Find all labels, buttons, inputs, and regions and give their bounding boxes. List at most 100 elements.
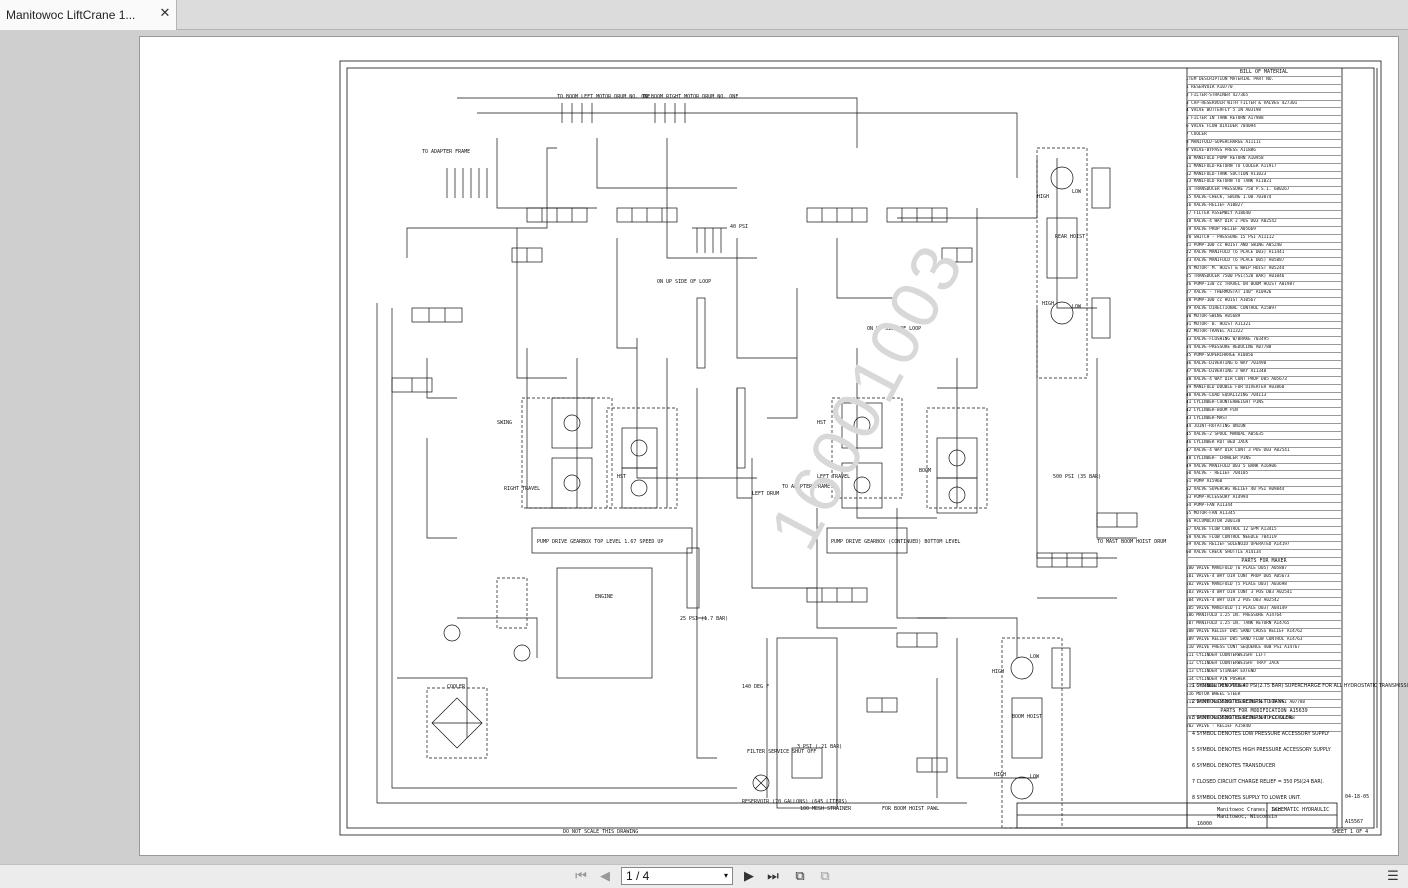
label-high-2: HIGH	[1042, 301, 1054, 307]
bom-row: 47 VALVE-4 WAY DIR CONT 3 POS D03 A02541	[1186, 448, 1342, 456]
bom-row: 103 VALVE-4 WAY DIR CONT 3 POS D03 A0254…	[1186, 590, 1342, 598]
bom-row: 50 VALVE - RELIEF 704105	[1186, 471, 1342, 480]
bom-row: 34 VALVE-PRESSURE REDUCING A07788	[1186, 345, 1342, 354]
document-page: TO BOOM LEFT MOTOR DRUM NO. ONE TO BOOM …	[139, 36, 1408, 856]
bom-row: 24 MOTOR- M. HOIST & WHIP HOIST A05244	[1186, 266, 1342, 275]
bom-header-description: DESCRIPTION	[1198, 76, 1228, 82]
bom-row: 112 CYLINDER COUNTERWEIGHT TRAY JACK	[1186, 661, 1342, 669]
bom-row: 56 ACCUMULATOR 200138	[1186, 519, 1342, 527]
bom-row: 42 CYLINDER-BOOM PIN	[1186, 408, 1342, 417]
bom-row: 2 FILTER-STRAINER 427365	[1186, 93, 1342, 101]
bom-row: 26 PUMP-130 cc TRAVEL OR BOOM HOIST A019…	[1186, 282, 1342, 290]
label-pump-drive-bottom: PUMP DRIVE GEARBOX (CONTINUED) BOTTOM LE…	[831, 539, 960, 545]
bom-header-material: MATERIAL	[1230, 76, 1251, 82]
bom-maxer-title: PARTS FOR MAXER	[1186, 558, 1342, 567]
bom-row: 4 VALVE BUTTERFLY 5 IN A03198	[1186, 108, 1342, 117]
bom-row: 55 MOTOR-FAN A11345	[1186, 511, 1342, 519]
page-dropdown-icon[interactable]: ▾	[723, 871, 728, 880]
bom-row: 13 MANIFOLD RETURN TO TANK A11021	[1186, 179, 1342, 188]
title-drawing-no: A15567	[1345, 819, 1363, 825]
label-hst-1: HST	[617, 474, 626, 480]
note-item: 3 SYMBOL DENOTES RETURN TO COOLER.	[1192, 716, 1294, 721]
bom-row: 202 VALVE - RELIEF A15840	[1186, 724, 1342, 732]
bom-row: 25 TRANSDUCER 7500 PSI(520 BAR) A01046	[1186, 274, 1342, 283]
bom-row: 201 VALVE PRESSURE REDUCING 500 PSI A077…	[1186, 716, 1342, 724]
note-item: 1 SYMBOL DENOTES 40 PSI(2.75 BAR) SUPERC…	[1192, 684, 1408, 689]
bom-row: 59 VALVE RELIEF SOLENOID OPERATED A14197	[1186, 542, 1342, 551]
page-number-input[interactable]: 1 / 4 ▾	[621, 867, 733, 885]
bom-row: 49 VALVE MANIFOLD D03 5 BANK A16906	[1186, 464, 1342, 472]
bom-row: 60 VALVE CHECK SHUTTLE A14134	[1186, 550, 1342, 559]
bom-title: BILL OF MATERIAL	[1186, 69, 1342, 77]
bom-row: 40 VALVE-LOAD EQUALIZING 704113	[1186, 393, 1342, 401]
document-tab[interactable]: Manitowoc LiftCrane 1... ✕	[0, 0, 177, 30]
bom-row: 9 VALVE-BYPASS PRESS A11886	[1186, 148, 1342, 156]
label-cooler: COOLER	[447, 684, 466, 690]
bom-row: 38 VALVE-4 WAY DIR CONT PROP D05 A05673	[1186, 377, 1342, 385]
label-low-1: LOW	[1072, 189, 1082, 195]
page-number-value: 1 / 4	[626, 869, 650, 883]
document-tab-title: Manitowoc LiftCrane 1...	[6, 8, 136, 22]
label-psi-25: 25 PSI (1.7 BAR)	[680, 616, 728, 622]
bom-row: 15 VALVE-CHECK, SWING 1.00 703074	[1186, 195, 1342, 204]
close-icon[interactable]: ✕	[159, 6, 171, 21]
label-low-2: LOW	[1072, 304, 1082, 310]
note-item: 5 SYMBOL DENOTES HIGH PRESSURE ACCESSORY…	[1192, 748, 1331, 753]
bom-row: 100 VALVE MANIFOLD (6 PLACE D05) A05887	[1186, 566, 1342, 574]
bom-row: 53 PUMP-ACCESSORY A14994	[1186, 495, 1342, 503]
next-page-icon[interactable]: ▶	[744, 869, 754, 884]
note-item: 4 SYMBOL DENOTES LOW PRESSURE ACCESSORY …	[1192, 732, 1330, 737]
label-on-up-side-loop-1: ON UP SIDE OF LOOP	[657, 279, 711, 285]
bom-row: 104 VALVE-4 WAY DIR 2 POS D03 A02542	[1186, 598, 1342, 606]
bom-row: 48 CYLINDER- CRAWLER PINS	[1186, 456, 1342, 464]
previous-page-icon[interactable]: ◀	[600, 869, 610, 884]
bom-row: 32 MOTOR-TRAVEL A11322	[1186, 329, 1342, 338]
bom-row: 6 VALVE FLOW DIVIDER 704094	[1186, 124, 1342, 133]
fit-width-icon[interactable]: ⧉	[820, 869, 830, 884]
note-item: 8 SYMBOL DENOTES SUPPLY TO LOWER UNIT.	[1192, 796, 1301, 801]
bill-of-material: BILL OF MATERIAL ITEM DESCRIPTION MATERI…	[1186, 69, 1342, 732]
title-model: 16000	[1197, 821, 1212, 827]
label-mesh-strainer: 100 MESH STRAINER	[800, 806, 852, 812]
bom-row: 8 MANIFOLD-SUPERCHARGE A11111	[1186, 140, 1342, 148]
schematic-notes: 1 SYMBOL DENOTES 40 PSI(2.75 BAR) SUPERC…	[1192, 684, 1408, 812]
label-left-drum: LEFT DRUM	[752, 491, 779, 497]
bom-header-row: ITEM DESCRIPTION MATERIAL PART NO.	[1186, 77, 1342, 85]
bom-row: 7 COOLER	[1186, 132, 1342, 141]
bom-row: 44 JOINT-ROTATING UNION	[1186, 424, 1342, 432]
tab-bar: Manitowoc LiftCrane 1... ✕	[0, 0, 1408, 30]
bom-row: 37 VALVE-DIVERTING 3 WAY A11348	[1186, 369, 1342, 377]
bom-row: 58 VALVE FLOW CONTROL NEEDLE 704119	[1186, 535, 1342, 543]
label-low-3: LOW	[1030, 654, 1040, 660]
bom-row: 51 PUMP A15960	[1186, 479, 1342, 488]
label-to-boom-right-motor: TO BOOM RIGHT MOTOR DRUM NO. ONE	[642, 94, 738, 100]
bom-row: 110 VALVE PRESS CONT SEQUENCE 400 PSI A1…	[1186, 645, 1342, 653]
bom-row: 36 VALVE-DIVERTING 6 WAY 703490	[1186, 361, 1342, 369]
note-item: 6 SYMBOL DENOTES TRANSDUCER	[1192, 764, 1276, 769]
label-to-adapter-frame-2: TO ADAPTER FRAME	[782, 484, 830, 490]
last-page-icon[interactable]: ⏭	[767, 869, 779, 884]
bom-row: 18 VALVE-4 WAY DIR 2 POS D03 A02542	[1186, 219, 1342, 227]
bom-maxer-items: 100 VALVE MANIFOLD (6 PLACE D05) A05887 1…	[1186, 566, 1342, 709]
first-page-icon[interactable]: ⏮	[575, 869, 587, 884]
label-to-boom-left-motor: TO BOOM LEFT MOTOR DRUM NO. ONE	[557, 94, 650, 100]
bom-row: 5 FILTER IN TANK RETURN A17988	[1186, 116, 1342, 125]
bom-row: 29 VALVE DIRECTIONAL CONTROL A15097	[1186, 306, 1342, 314]
bom-row: 57 VALVE FLOW CONTROL 12 GPM A13415	[1186, 527, 1342, 535]
label-low-4: LOW	[1030, 774, 1040, 780]
bom-row: 20 SWITCH - PRESSURE 15 PSI A11112	[1186, 235, 1342, 243]
fit-page-icon[interactable]: ⧉	[795, 869, 805, 884]
bom-row: 106 MANIFOLD 1.25 IN. PRESSURE A14764	[1186, 613, 1342, 622]
title-date: 04-18-05	[1345, 794, 1369, 800]
document-viewer[interactable]: TO BOOM LEFT MOTOR DRUM NO. ONE TO BOOM …	[0, 30, 1408, 864]
bom-row: 19 VALVE PROP RELIEF A05669	[1186, 227, 1342, 235]
label-psi-3: 3 PSI (.21 BAR)	[797, 744, 842, 750]
bom-row: 14 TRANSDUCER PRESSURE 750 P.S.I. 680267	[1186, 187, 1342, 196]
label-engine: ENGINE	[595, 594, 613, 600]
menu-icon[interactable]: ☰	[1387, 869, 1399, 884]
bom-header-item: ITEM	[1186, 76, 1197, 82]
label-boom-hoist: BOOM HOIST	[1012, 714, 1042, 720]
title-location: Manitowoc, Wisconsin	[1217, 814, 1277, 820]
bom-row: 52 VALVE SUPERCHG RELIEF 40 PSI A09844	[1186, 487, 1342, 496]
